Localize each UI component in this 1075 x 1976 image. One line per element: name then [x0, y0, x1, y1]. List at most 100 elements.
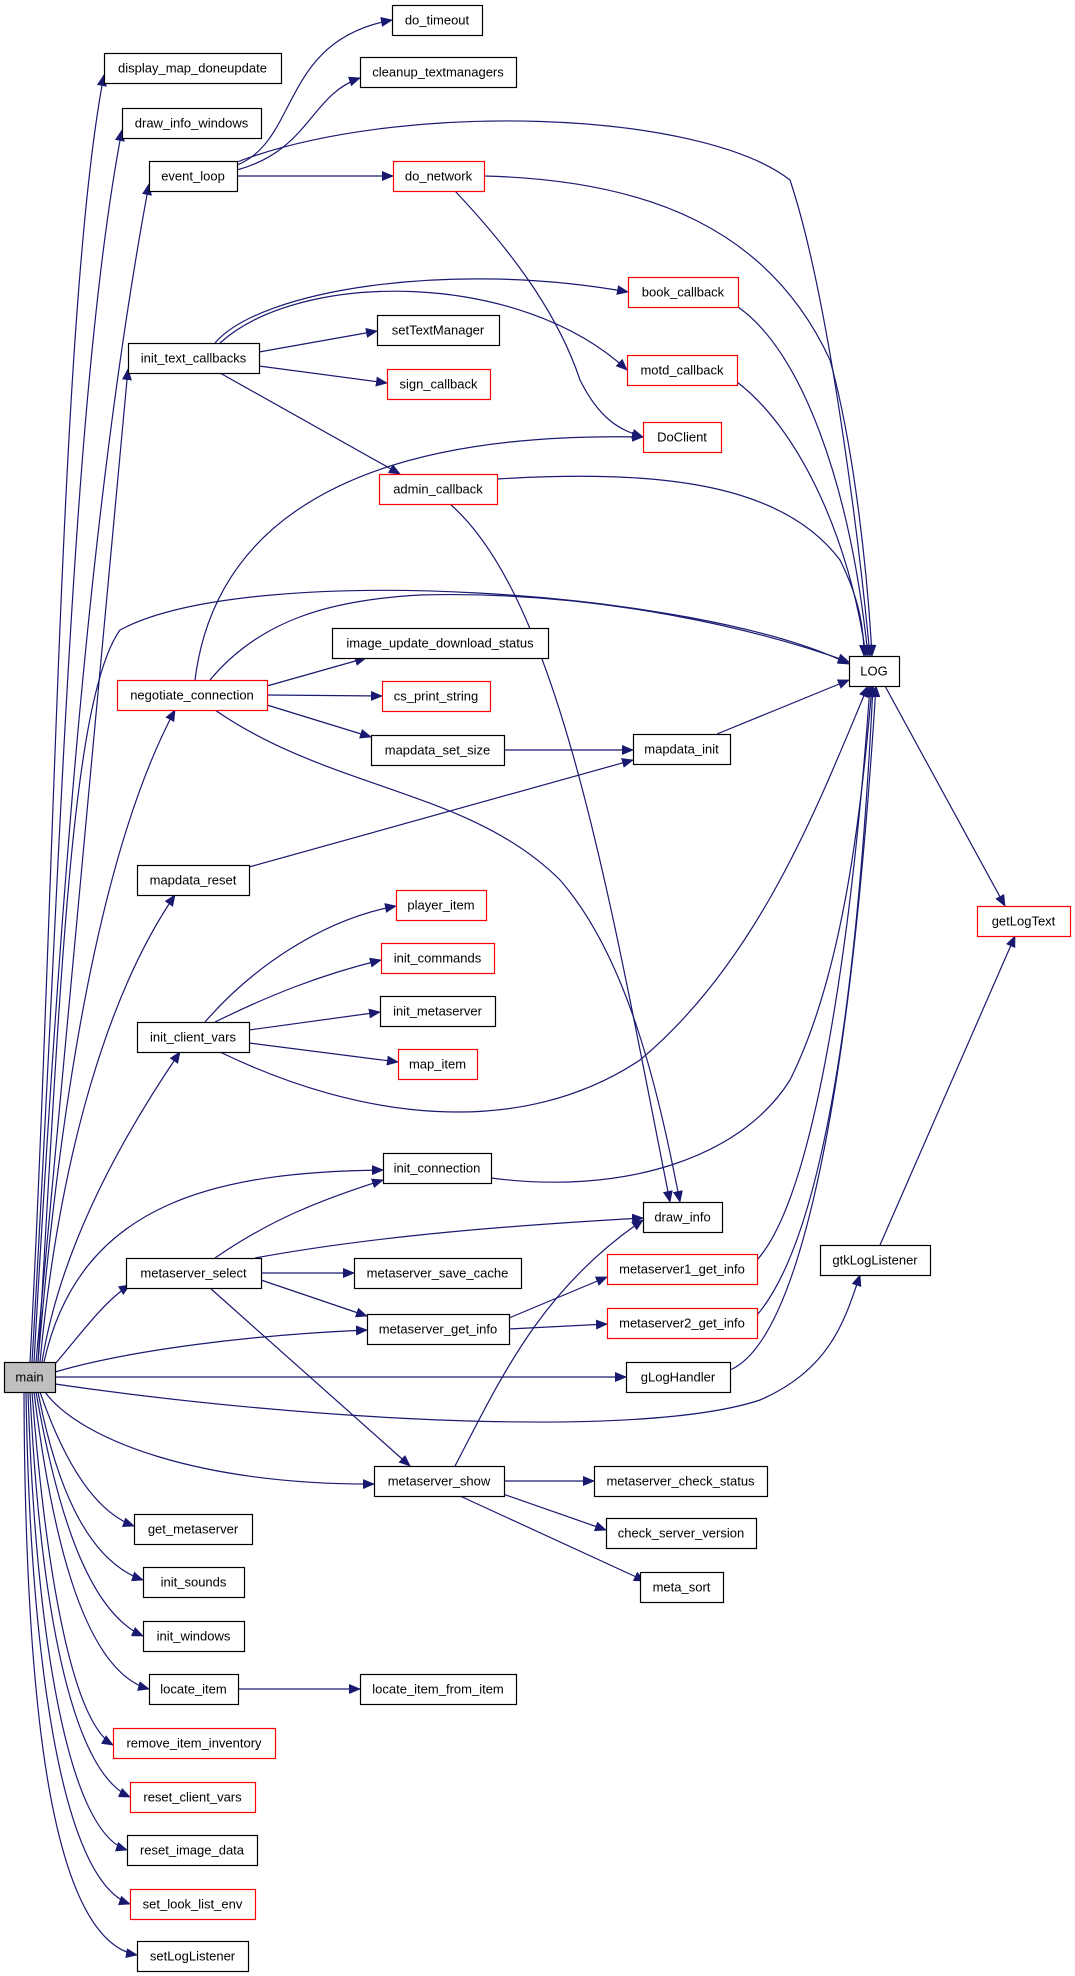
node-box-gLogHandler	[625, 1361, 732, 1394]
node-label-DoClient: DoClient	[657, 430, 707, 445]
node-init_windows[interactable]: init_windows	[142, 1620, 246, 1653]
node-label-cleanup_textmanagers: cleanup_textmanagers	[372, 65, 504, 80]
node-box-get_metaserver	[133, 1513, 254, 1546]
node-box-draw_info_windows	[121, 107, 263, 140]
node-box-locate_item_from_item	[359, 1673, 518, 1706]
node-negotiate_connection[interactable]: negotiate_connection	[116, 679, 269, 712]
node-mapdata_set_size[interactable]: mapdata_set_size	[370, 734, 506, 767]
node-mapdata_init[interactable]: mapdata_init	[632, 733, 732, 766]
node-metaserver_get_info[interactable]: metaserver_get_info	[366, 1313, 511, 1346]
node-draw_info[interactable]: draw_info	[642, 1201, 724, 1234]
node-box-negotiate_connection	[116, 679, 269, 712]
node-metaserver_save_cache[interactable]: metaserver_save_cache	[353, 1257, 523, 1290]
node-label-LOG: LOG	[860, 664, 887, 679]
node-set_look_list_env[interactable]: set_look_list_env	[129, 1888, 257, 1921]
node-book_callback[interactable]: book_callback	[627, 276, 740, 309]
node-remove_item_inventory[interactable]: remove_item_inventory	[112, 1727, 277, 1760]
node-box-metaserver1_get_info	[606, 1253, 759, 1286]
edge-motd_callback-to-LOG	[736, 381, 870, 657]
node-gtkLogListener[interactable]: gtkLogListener	[819, 1244, 932, 1277]
node-label-metaserver_save_cache: metaserver_save_cache	[367, 1266, 509, 1281]
node-box-meta_sort	[639, 1571, 725, 1604]
node-map_item[interactable]: map_item	[397, 1048, 479, 1081]
edge-admin_callback-to-draw_info	[449, 503, 673, 1203]
node-box-do_timeout	[391, 4, 484, 37]
edge-negotiate_connection-to-mapdata_set_size	[266, 704, 372, 739]
edge-metaserver_show-to-meta_sort	[459, 1495, 646, 1582]
node-label-do_network: do_network	[405, 169, 473, 184]
node-check_server_version[interactable]: check_server_version	[605, 1517, 758, 1550]
node-label-mapdata_reset: mapdata_reset	[150, 873, 237, 888]
node-box-gtkLogListener	[819, 1244, 932, 1277]
node-cs_print_string[interactable]: cs_print_string	[381, 680, 492, 713]
node-label-motd_callback: motd_callback	[640, 363, 724, 378]
edge-main-to-metaserver_select	[54, 1284, 131, 1365]
node-box-setLogListener	[136, 1940, 250, 1973]
node-box-book_callback	[627, 276, 740, 309]
node-sign_callback[interactable]: sign_callback	[386, 368, 492, 401]
edge-event_loop-to-do_timeout	[236, 17, 393, 166]
edge-main-to-gtkLogListener	[54, 1274, 862, 1423]
node-label-setLogListener: setLogListener	[150, 1949, 236, 1964]
node-box-cs_print_string	[381, 680, 492, 713]
node-setTextManager[interactable]: setTextManager	[376, 314, 501, 347]
node-image_update_download_status[interactable]: image_update_download_status	[331, 627, 550, 660]
node-metaserver_check_status[interactable]: metaserver_check_status	[593, 1465, 769, 1498]
node-LOG[interactable]: LOG	[848, 655, 901, 688]
node-admin_callback[interactable]: admin_callback	[378, 473, 499, 506]
node-label-init_client_vars: init_client_vars	[150, 1030, 236, 1045]
node-locate_item[interactable]: locate_item	[148, 1673, 240, 1706]
node-box-event_loop	[148, 160, 239, 193]
node-main[interactable]: main	[3, 1361, 57, 1394]
node-init_metaserver[interactable]: init_metaserver	[379, 995, 497, 1028]
node-metaserver_show[interactable]: metaserver_show	[373, 1465, 506, 1498]
node-reset_client_vars[interactable]: reset_client_vars	[129, 1781, 257, 1814]
node-init_connection[interactable]: init_connection	[382, 1152, 493, 1185]
edge-main-to-metaserver_show	[44, 1391, 375, 1490]
node-box-metaserver_save_cache	[353, 1257, 523, 1290]
node-box-init_sounds	[142, 1566, 246, 1599]
node-init_text_callbacks[interactable]: init_text_callbacks	[127, 342, 261, 375]
edge-main-to-reset_image_data	[27, 1391, 128, 1852]
edge-init_client_vars-to-init_metaserver	[248, 1008, 381, 1031]
node-label-draw_info_windows: draw_info_windows	[135, 116, 249, 131]
node-do_network[interactable]: do_network	[392, 160, 486, 193]
node-metaserver_select[interactable]: metaserver_select	[125, 1257, 263, 1290]
node-box-reset_image_data	[126, 1834, 259, 1867]
node-box-mapdata_set_size	[370, 734, 506, 767]
node-player_item[interactable]: player_item	[395, 889, 488, 922]
node-DoClient[interactable]: DoClient	[642, 421, 723, 454]
edge-layer	[23, 17, 1016, 1959]
edge-main-to-display_map_doneupdate	[29, 74, 107, 1363]
node-draw_info_windows[interactable]: draw_info_windows	[121, 107, 263, 140]
node-label-admin_callback: admin_callback	[393, 482, 483, 497]
node-get_metaserver[interactable]: get_metaserver	[133, 1513, 254, 1546]
node-init_sounds[interactable]: init_sounds	[142, 1566, 246, 1599]
node-meta_sort[interactable]: meta_sort	[639, 1571, 725, 1604]
node-label-metaserver_select: metaserver_select	[140, 1266, 247, 1281]
edge-admin_callback-to-LOG	[496, 475, 869, 657]
node-mapdata_reset[interactable]: mapdata_reset	[136, 864, 251, 897]
node-box-map_item	[397, 1048, 479, 1081]
node-do_timeout[interactable]: do_timeout	[391, 4, 484, 37]
node-cleanup_textmanagers[interactable]: cleanup_textmanagers	[359, 56, 518, 89]
node-init_commands[interactable]: init_commands	[380, 942, 496, 975]
edge-main-to-event_loop	[33, 183, 152, 1363]
node-display_map_doneupdate[interactable]: display_map_doneupdate	[103, 52, 283, 85]
node-metaserver2_get_info[interactable]: metaserver2_get_info	[606, 1307, 759, 1340]
node-init_client_vars[interactable]: init_client_vars	[136, 1021, 251, 1054]
node-box-motd_callback	[626, 354, 739, 387]
node-reset_image_data[interactable]: reset_image_data	[126, 1834, 259, 1867]
node-metaserver1_get_info[interactable]: metaserver1_get_info	[606, 1253, 759, 1286]
node-gLogHandler[interactable]: gLogHandler	[625, 1361, 732, 1394]
node-label-init_windows: init_windows	[157, 1629, 231, 1644]
node-event_loop[interactable]: event_loop	[148, 160, 239, 193]
node-setLogListener[interactable]: setLogListener	[136, 1940, 250, 1973]
edge-main-to-mapdata_reset	[39, 894, 176, 1363]
node-label-book_callback: book_callback	[642, 285, 725, 300]
edge-init_client_vars-to-init_commands	[214, 957, 382, 1023]
node-getLogText[interactable]: getLogText	[976, 905, 1072, 938]
node-locate_item_from_item[interactable]: locate_item_from_item	[359, 1673, 518, 1706]
node-motd_callback[interactable]: motd_callback	[626, 354, 739, 387]
